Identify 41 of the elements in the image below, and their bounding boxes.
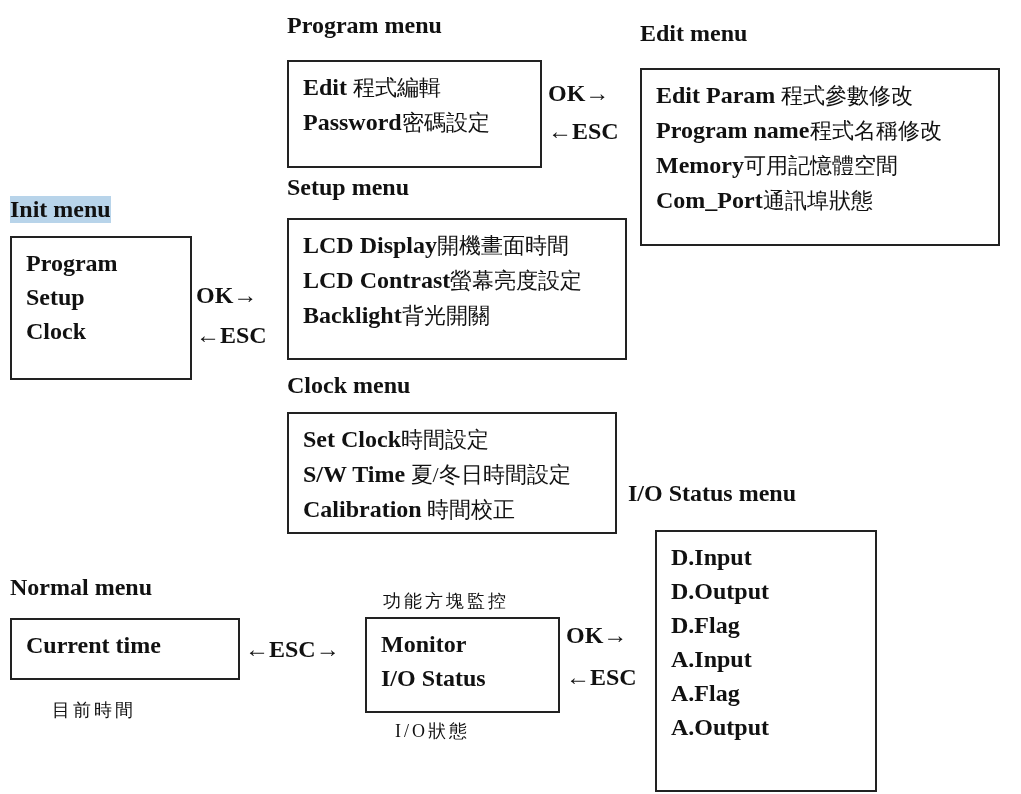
menu-item: Set Clock時間設定 (303, 425, 490, 454)
menu-item: Clock (26, 317, 87, 346)
key-label: ←ESC (196, 322, 267, 349)
key-label: OK→ (566, 622, 628, 649)
menu-item: Memory可用記憶體空間 (656, 151, 899, 180)
menu-item: A.Output (671, 713, 771, 742)
menu-item: I/O Status (381, 664, 487, 693)
menu-title: Clock menu (287, 372, 411, 399)
menu-item: Com_Port通訊埠狀態 (656, 186, 874, 215)
menu-item: Setup (26, 283, 86, 312)
menu-item: Program (26, 249, 119, 278)
menu-item: D.Output (671, 577, 771, 606)
menu-item: Program name程式名稱修改 (656, 116, 943, 145)
menu-title: Edit menu (640, 20, 748, 47)
menu-item: LCD Display開機畫面時間 (303, 231, 571, 260)
note-text: 目前時間 (52, 699, 136, 722)
menu-item: Current time (26, 631, 162, 660)
menu-item: Edit Param 程式參數修改 (656, 81, 914, 110)
menu-item: S/W Time 夏/冬日時間設定 (303, 460, 572, 489)
menu-item: Edit 程式編輯 (303, 73, 442, 102)
menu-item: Backlight背光開關 (303, 301, 491, 330)
key-label: OK→ (196, 282, 258, 309)
menu-title: I/O Status menu (628, 480, 797, 507)
menu-item: Password密碼設定 (303, 108, 491, 137)
menu-item: A.Input (671, 645, 753, 674)
menu-title: Init menu (10, 196, 111, 223)
menu-title: Setup menu (287, 174, 410, 201)
key-label: OK→ (548, 80, 610, 107)
key-label: ←ESC (566, 664, 637, 691)
key-label: ←ESC (548, 118, 619, 145)
menu-title: Program menu (287, 12, 442, 39)
menu-item: A.Flag (671, 679, 741, 708)
menu-item: Calibration 時間校正 (303, 495, 517, 524)
menu-item: D.Input (671, 543, 753, 572)
note-text: I/O狀態 (395, 720, 470, 743)
menu-title: Normal menu (10, 574, 152, 601)
menu-item: Monitor (381, 630, 468, 659)
menu-item: LCD Contrast螢幕亮度設定 (303, 266, 584, 295)
key-label: ←ESC→ (245, 636, 340, 663)
menu-item: D.Flag (671, 611, 741, 640)
note-text: 功能方塊監控 (383, 590, 509, 613)
